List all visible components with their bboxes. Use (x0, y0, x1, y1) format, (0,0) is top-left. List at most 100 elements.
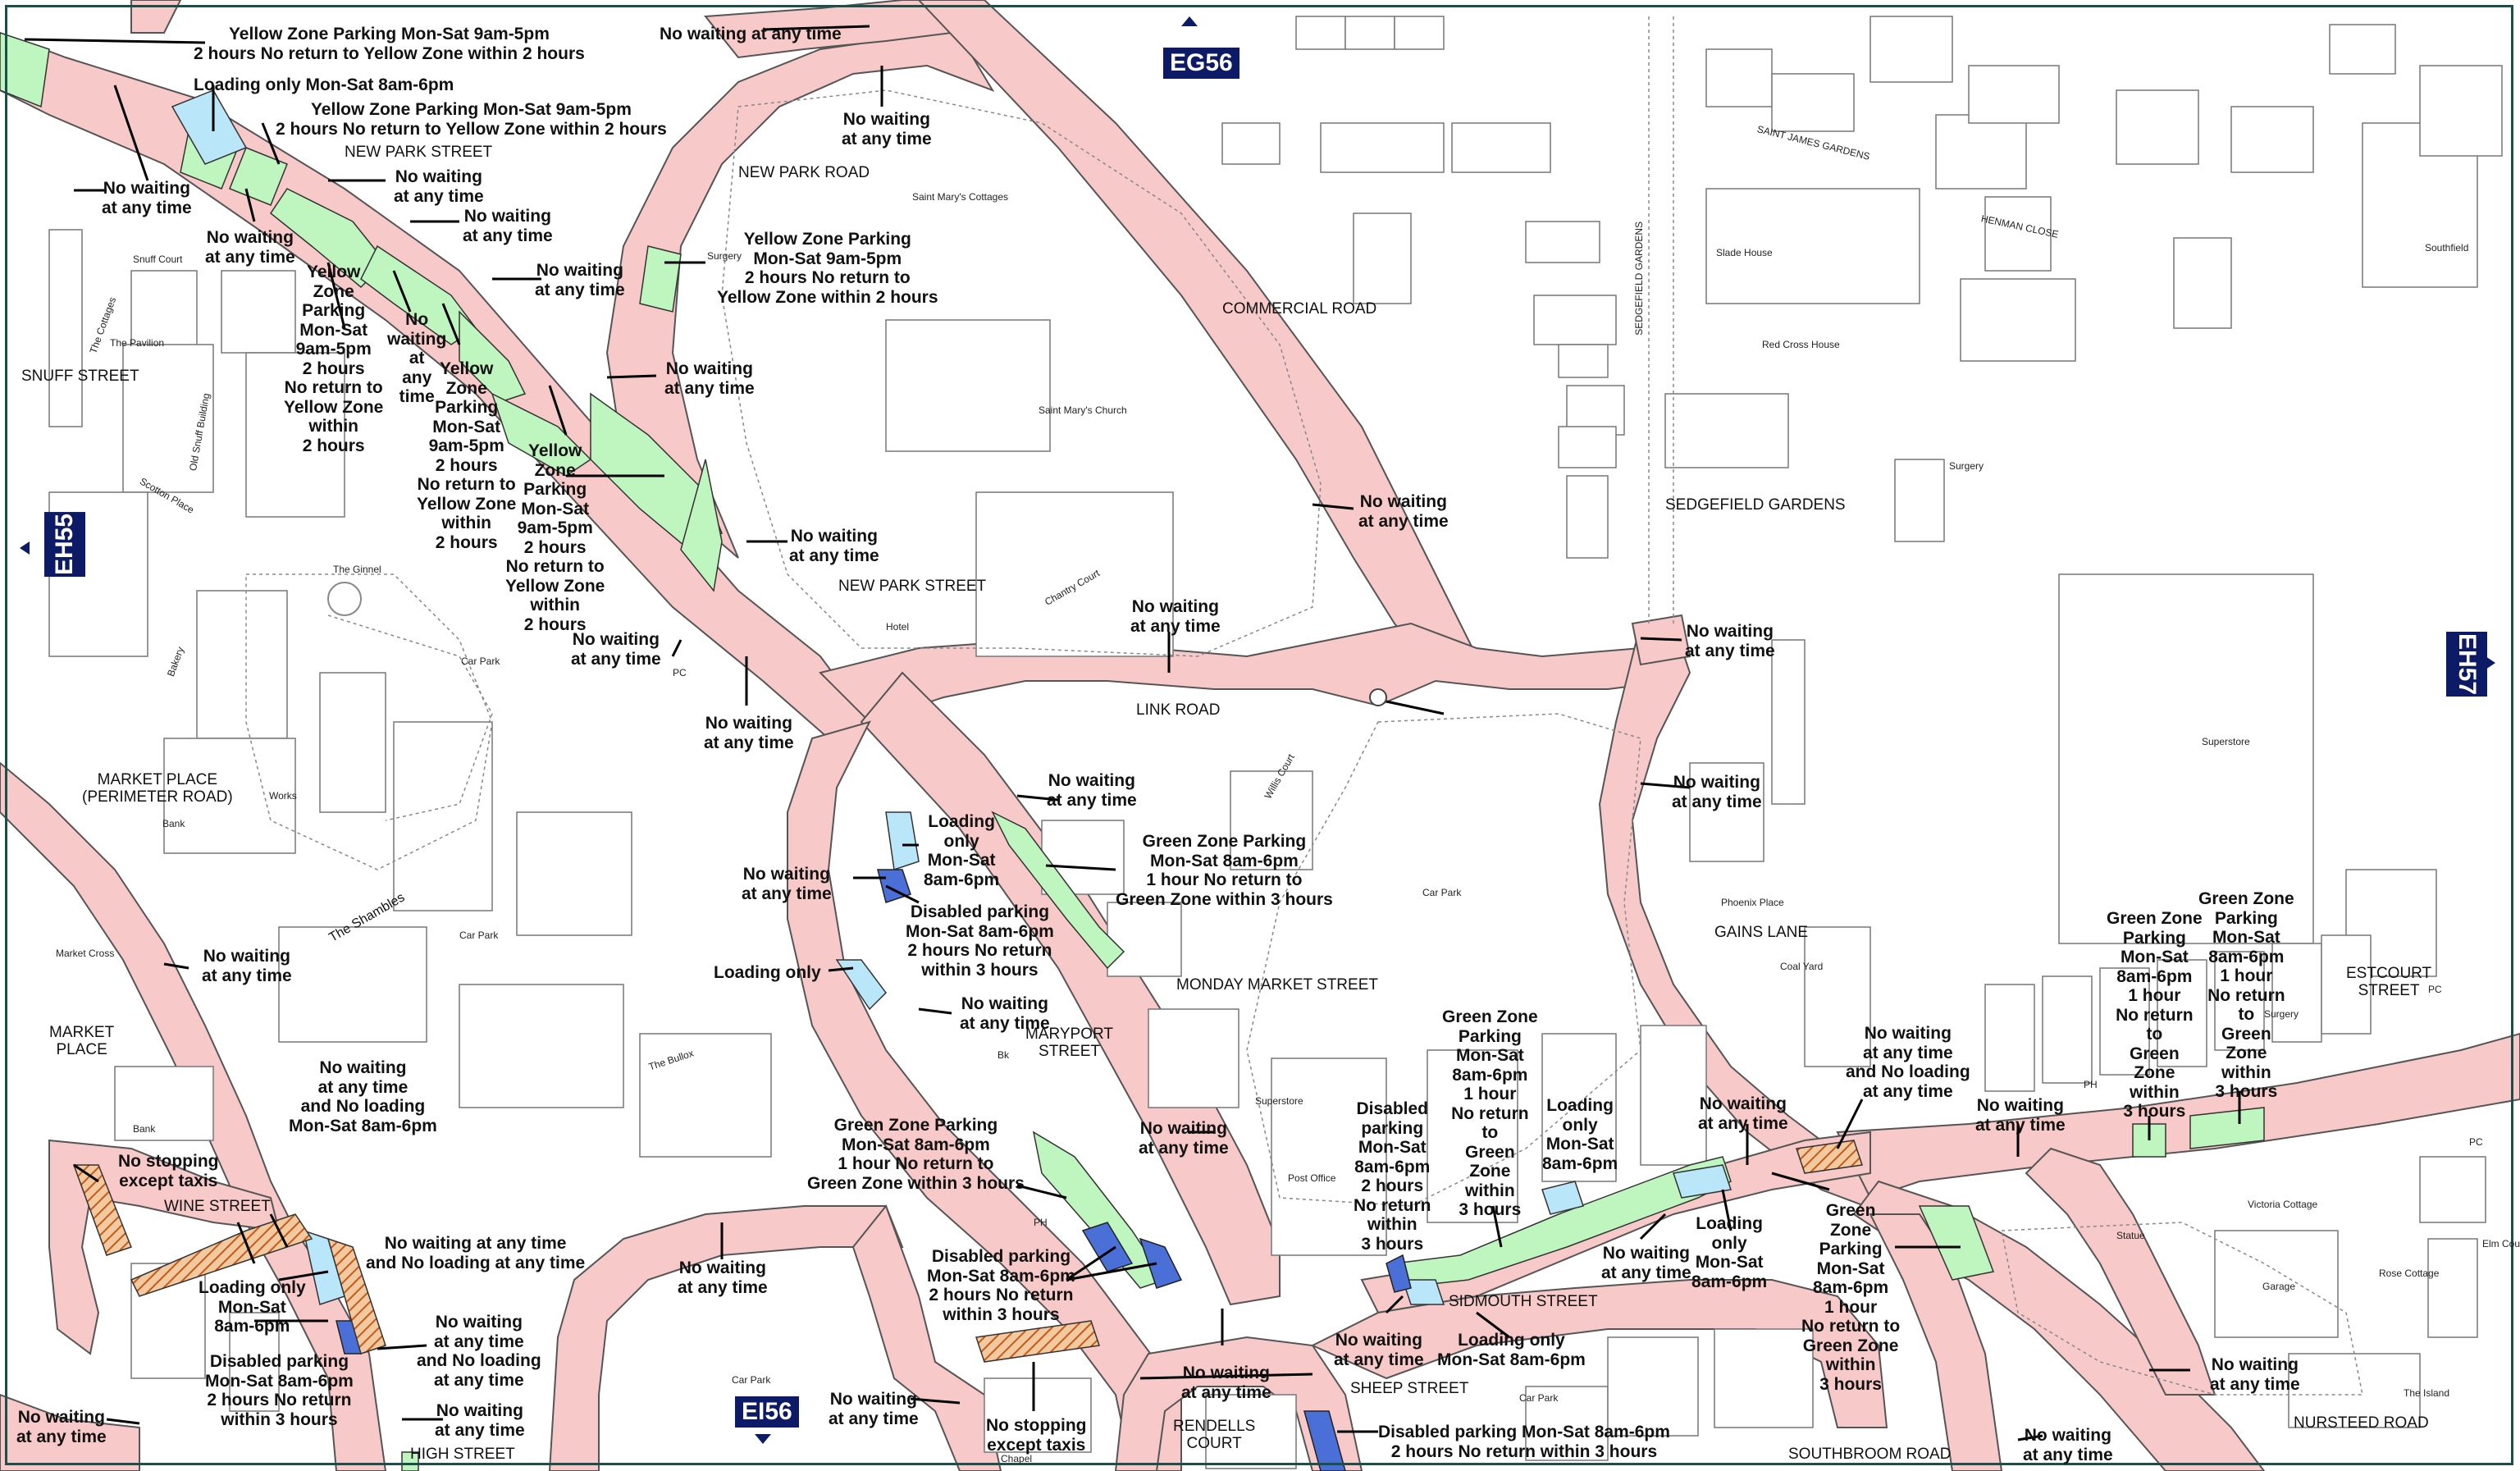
loading-bays (171, 89, 1732, 1305)
place-ph-2: PH (2084, 1079, 2098, 1090)
place-snuff-court: Snuff Court (133, 254, 183, 265)
restriction-no-waiting-21: No waiting at any time (678, 1259, 768, 1297)
restriction-green-zone-lower: Green Zone Parking Mon-Sat 8am-6pm 1 hou… (807, 1116, 1025, 1193)
street-wine-street: WINE STREET (164, 1198, 271, 1215)
place-bk: Bk (998, 1049, 1010, 1061)
restriction-loading-sidmouth-3: Loading only Mon-Sat 8am-6pm (1437, 1331, 1586, 1369)
place-surgery-1: Surgery (707, 250, 742, 262)
place-car-park-5: Car Park (732, 1374, 771, 1386)
place-pc-1: PC (673, 667, 687, 678)
restriction-no-waiting-11: No waiting at any time (571, 630, 661, 669)
restriction-disabled-wine-street: Disabled parking Mon-Sat 8am-6pm 2 hours… (205, 1352, 354, 1429)
street-estcourt-street: ESTCOURT STREET (2346, 965, 2432, 1000)
place-phoenix-place: Phoenix Place (1721, 897, 1784, 908)
restriction-loading-sidmouth-2: Loading only Mon-Sat 8am-6pm (1691, 1214, 1768, 1291)
place-chapel: Chapel (1001, 1453, 1033, 1464)
restriction-no-waiting-13: No waiting at any time (704, 714, 794, 752)
restriction-no-waiting-6: No waiting at any time (535, 261, 625, 299)
restriction-no-waiting-no-loading-2: No waiting at any time and No loading at… (366, 1234, 586, 1272)
restriction-no-waiting-26: No waiting at any time (1601, 1244, 1691, 1282)
place-victoria-cottage: Victoria Cottage (2248, 1199, 2318, 1210)
grid-ref-eh57[interactable]: EH57 (2446, 632, 2487, 697)
restriction-yellow-zone-col-2: Yellow Zone Parking Mon-Sat 9am-5pm 2 ho… (417, 359, 517, 552)
place-car-park-3: Car Park (1422, 887, 1462, 898)
restriction-loading-maryport: Loading only Mon-Sat 8am-6pm (924, 812, 1000, 889)
restriction-loading-only-short: Loading only (714, 963, 821, 982)
restriction-no-waiting-15: No waiting at any time (1672, 773, 1762, 811)
street-new-park-street-1: NEW PARK STREET (345, 144, 493, 161)
place-superstore-2: Superstore (2202, 736, 2250, 747)
place-slade-house: Slade House (1716, 247, 1773, 258)
no-stopping-areas (72, 1140, 1863, 1363)
disabled-bays (336, 869, 1412, 1471)
restriction-no-waiting-17: No waiting at any time (202, 947, 292, 985)
place-rose-cottage: Rose Cottage (2379, 1268, 2440, 1279)
label-leader-lines (24, 25, 2241, 1441)
place-surgery-3: Surgery (2264, 1008, 2299, 1020)
restriction-green-zone-sidmouth-2: Green Zone Parking Mon-Sat 8am-6pm 1 hou… (1801, 1201, 1901, 1394)
place-market-cross: Market Cross (56, 948, 115, 959)
restriction-no-waiting-28: No waiting at any time (1975, 1096, 2066, 1135)
restriction-no-waiting-22: No waiting at any time (829, 1390, 919, 1428)
street-link-road: LINK ROAD (1136, 701, 1221, 719)
restriction-disabled-sidmouth: Disabled parking Mon-Sat 8am-6pm 2 hours… (1354, 1099, 1431, 1254)
restriction-no-waiting-9: No waiting at any time (789, 527, 879, 565)
place-car-park-4: Car Park (1519, 1392, 1559, 1404)
place-southfield: Southfield (2425, 242, 2469, 254)
street-rendells-court: RENDELLS COURT (1173, 1418, 1256, 1453)
place-surgery-2: Surgery (1949, 460, 1984, 472)
restriction-no-waiting-2: No waiting at any time (102, 179, 192, 217)
grid-arrows (20, 16, 2495, 1444)
restriction-no-waiting-30: No waiting at any time (2210, 1355, 2300, 1394)
street-new-park-road: NEW PARK ROAD (738, 164, 870, 181)
place-bank-2: Bank (133, 1123, 156, 1135)
street-commercial-road: COMMERCIAL ROAD (1222, 300, 1377, 317)
street-sedgefield-gardens: SEDGEFIELD GARDENS (1665, 496, 1846, 514)
place-superstore-1: Superstore (1255, 1095, 1303, 1107)
restriction-loading-wine-street: Loading only Mon-Sat 8am-6pm (199, 1278, 306, 1336)
restriction-no-waiting-16: No waiting at any time (742, 865, 832, 903)
street-nursteed-road: NURSTEED ROAD (2294, 1414, 2429, 1432)
restriction-disabled-sheep-street: Disabled parking Mon-Sat 8am-6pm 2 hours… (1378, 1423, 1670, 1461)
place-red-cross-house: Red Cross House (1762, 339, 1840, 350)
restriction-no-waiting-narrow: No waiting at any time (387, 310, 447, 407)
street-high-street: HIGH STREET (410, 1446, 515, 1463)
restriction-no-waiting-20: No waiting at any time (435, 1401, 525, 1440)
grid-ref-eh55[interactable]: EH55 (44, 512, 85, 578)
restriction-disabled-lower: Disabled parking Mon-Sat 8am-6pm 2 hours… (927, 1247, 1075, 1324)
place-the-island: The Island (2404, 1387, 2450, 1399)
place-saint-marys-church: Saint Mary's Church (1039, 404, 1127, 416)
street-maryport-street: MARYPORT STREET (1025, 1026, 1113, 1061)
restriction-green-zone-sidmouth-1: Green Zone Parking Mon-Sat 8am-6pm 1 hou… (1442, 1007, 1538, 1220)
street-monday-market-street: MONDAY MARKET STREET (1176, 976, 1378, 994)
street-sidmouth-street: SIDMOUTH STREET (1449, 1293, 1598, 1310)
grid-ref-eg56[interactable]: EG56 (1163, 48, 1239, 79)
place-ph-1: PH (1034, 1217, 1048, 1228)
grid-ref-ei56[interactable]: EI56 (735, 1396, 799, 1428)
buildings (48, 16, 2503, 1469)
restriction-no-stopping-taxis-2: No stopping except taxis (986, 1416, 1087, 1455)
place-statue: Statue (2116, 1230, 2145, 1241)
restriction-no-waiting-12: No waiting at any time (1685, 622, 1775, 660)
restriction-yellow-zone-col-1: Yellow Zone Parking Mon-Sat 9am-5pm 2 ho… (284, 263, 384, 455)
restriction-no-waiting-1: No waiting at any time (842, 110, 932, 148)
restriction-yellow-zone-col-3: Yellow Zone Parking Mon-Sat 9am-5pm 2 ho… (505, 441, 605, 634)
restriction-no-waiting-no-loading-3: No waiting at any time and No loading at… (417, 1313, 541, 1390)
restriction-green-zone-maryport: Green Zone Parking Mon-Sat 8am-6pm 1 hou… (1116, 832, 1333, 909)
roundabout (327, 582, 1445, 715)
street-gains-lane: GAINS LANE (1714, 924, 1809, 941)
place-hotel: Hotel (886, 621, 910, 633)
restriction-disabled-maryport: Disabled parking Mon-Sat 8am-6pm 2 hours… (906, 902, 1054, 980)
restriction-no-waiting-4: No waiting at any time (205, 228, 295, 267)
street-sedgefield-gardens-vertical: SEDGEFIELD GARDENS (1633, 222, 1645, 336)
restriction-no-waiting-14: No waiting at any time (1047, 771, 1137, 810)
street-new-park-street-2: NEW PARK STREET (838, 578, 987, 595)
restriction-yellow-zone-top: Yellow Zone Parking Mon-Sat 9am-5pm 2 ho… (194, 25, 585, 63)
restriction-no-waiting-27: No waiting at any time (1334, 1331, 1424, 1369)
restriction-no-waiting-top-center: No waiting at any time (660, 25, 842, 43)
place-coal-yard: Coal Yard (1780, 961, 1824, 972)
place-the-ginnel: The Ginnel (333, 564, 381, 575)
restriction-no-stopping-taxis-1: No stopping except taxis (118, 1152, 219, 1190)
street-southbroom-road: SOUTHBROOM ROAD (1788, 1446, 1952, 1463)
